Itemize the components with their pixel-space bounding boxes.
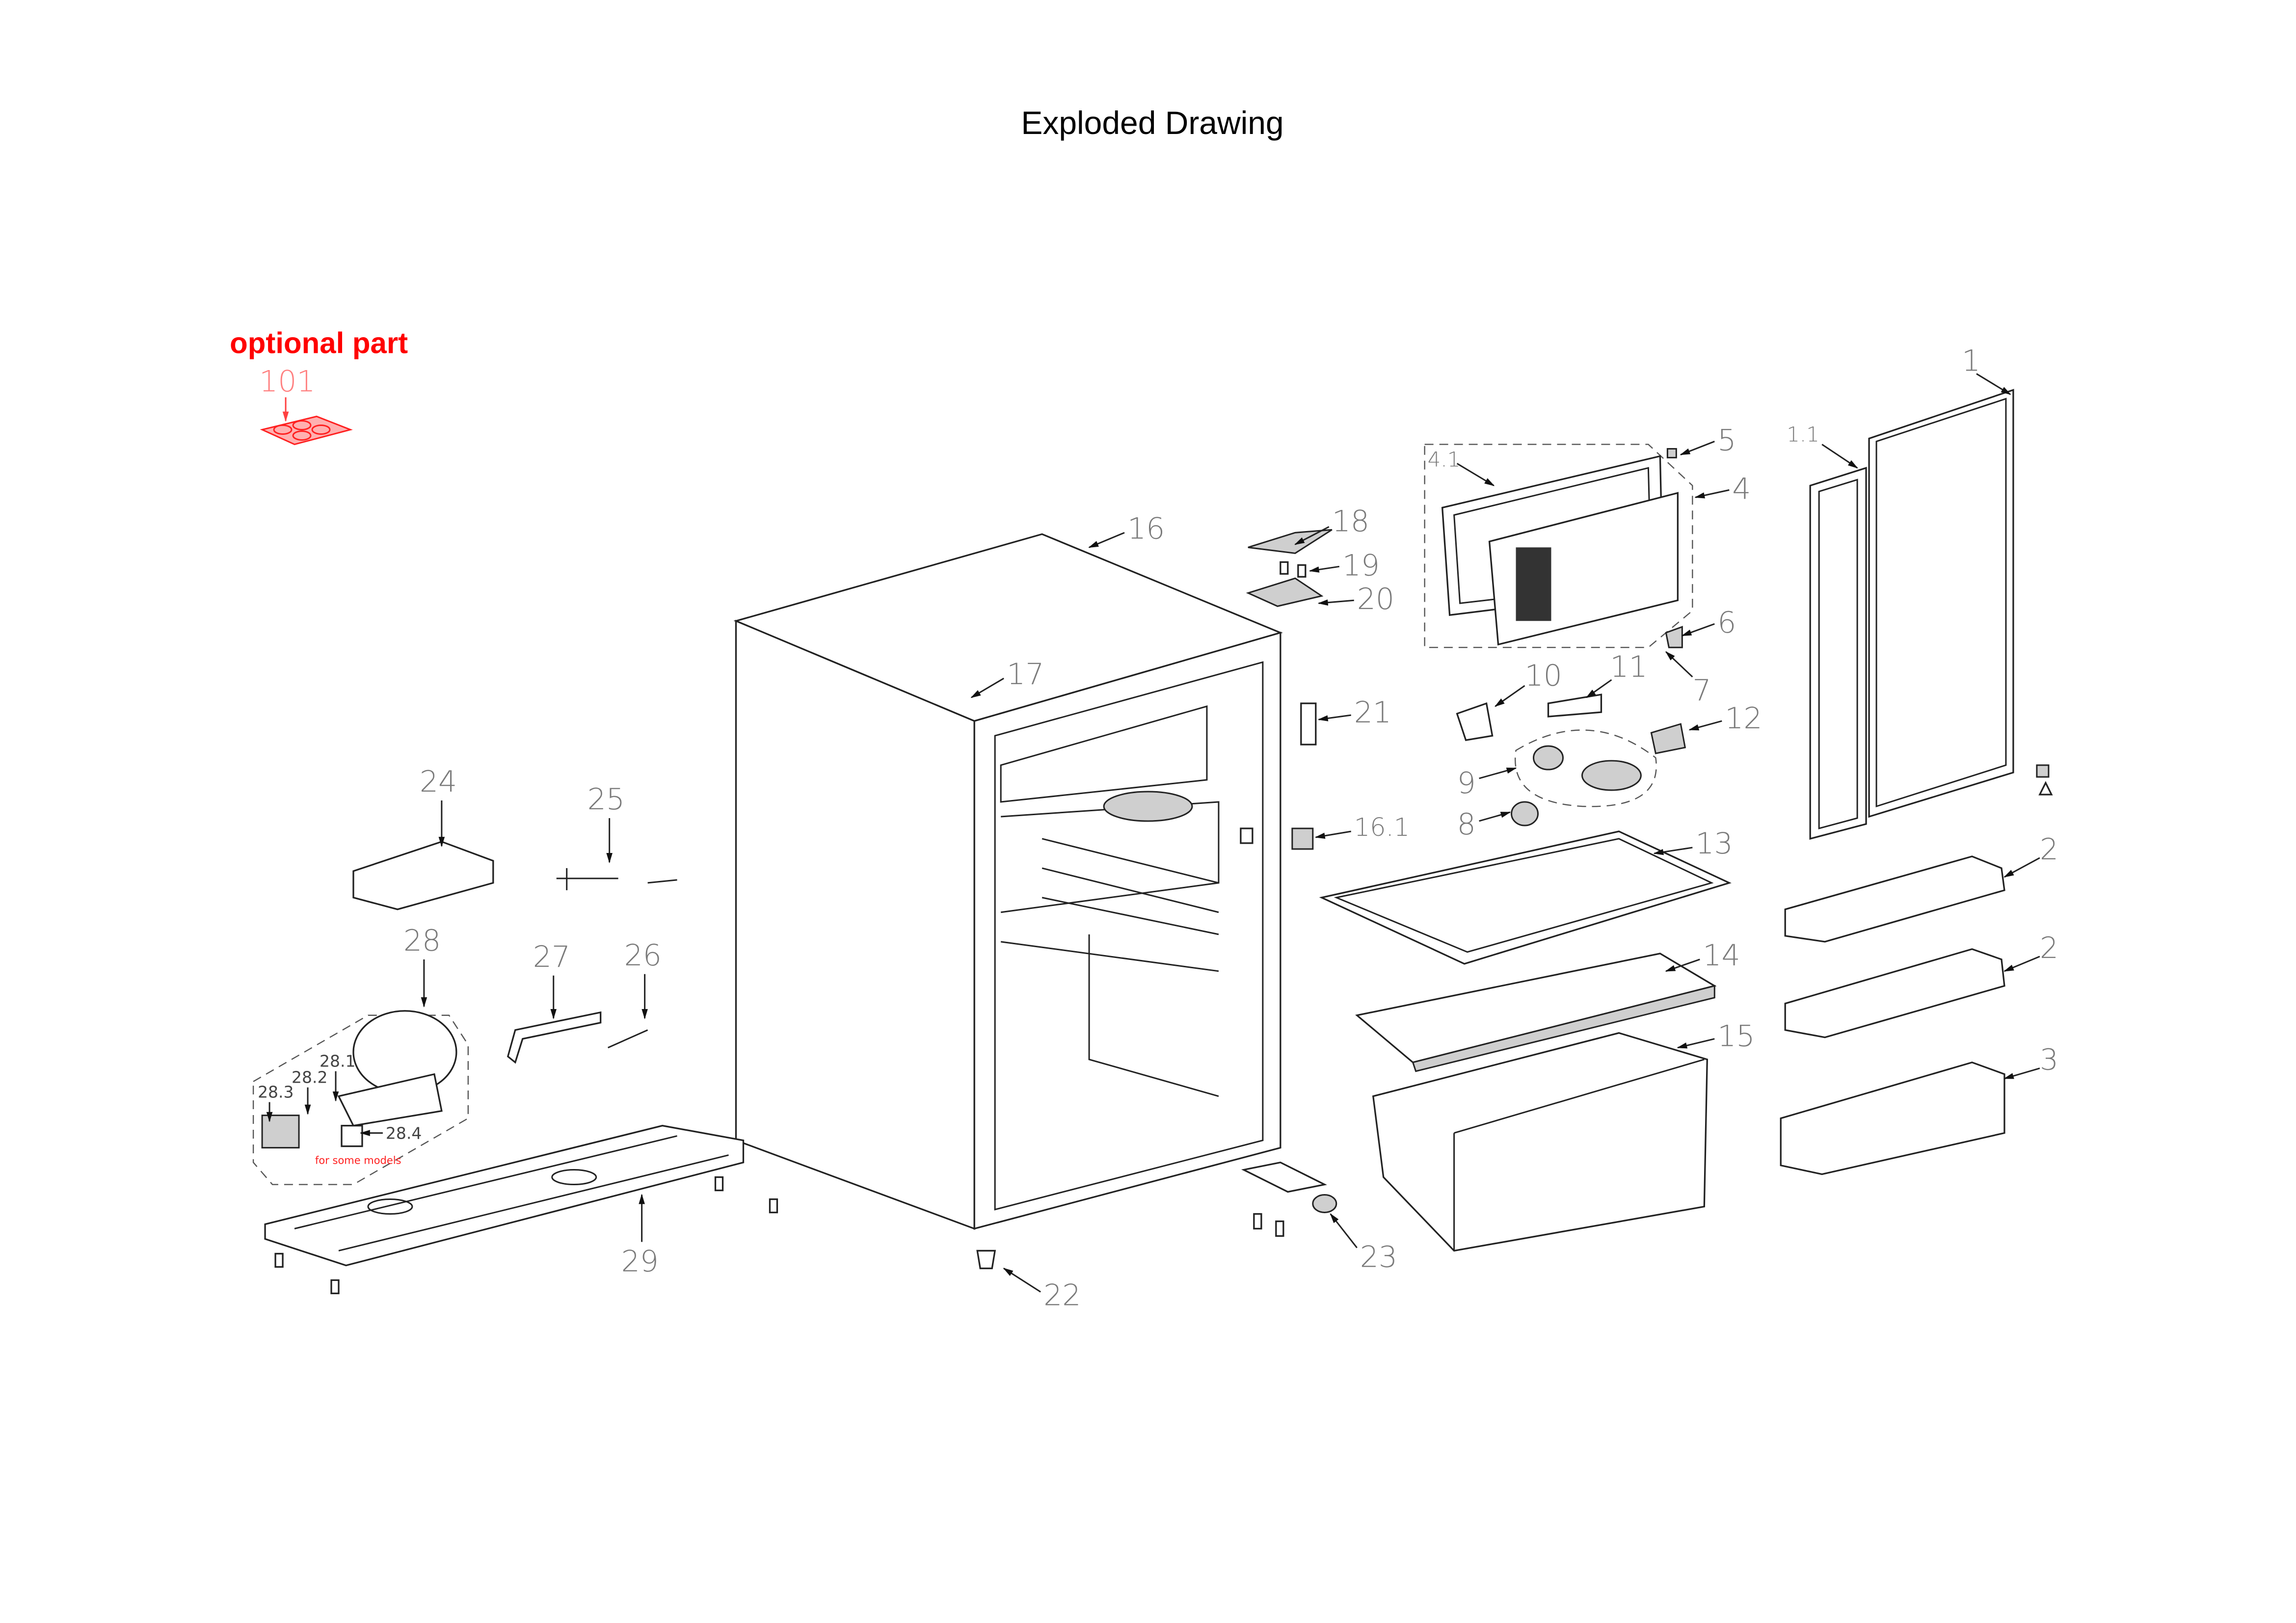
page-title: Exploded Drawing [1021,105,1283,141]
label-14: 14 [1703,938,1740,973]
label-21: 21 [1354,695,1391,730]
label-7: 7 [1692,673,1711,708]
label-5: 5 [1717,423,1736,457]
label-28-3: 28.3 [258,1083,294,1102]
hinge-parts [1246,529,1333,607]
label-4-1: 4.1 [1428,447,1461,471]
cabinet-16 [733,533,1283,1230]
label-12: 12 [1725,701,1762,736]
machine-parts [252,841,778,1295]
label-25: 25 [587,782,625,817]
freezer-door-4 [1424,444,1693,648]
door-bins [1780,855,2005,1175]
label-10: 10 [1525,659,1562,693]
label-17: 17 [1007,657,1044,692]
label-28: 28 [403,924,441,958]
label-28-2: 28.2 [292,1068,327,1087]
label-16-1: 16.1 [1354,813,1410,842]
label-8: 8 [1457,807,1476,842]
label-13: 13 [1695,826,1733,861]
label-19: 19 [1342,548,1380,583]
label-3: 3 [2040,1043,2058,1077]
label-2-lower: 2 [2040,931,2058,965]
label-4: 4 [1732,472,1751,506]
label-11: 11 [1610,650,1647,684]
label-6: 6 [1717,606,1736,640]
label-20: 20 [1357,582,1394,616]
feet [976,1161,1337,1270]
label-1-1: 1.1 [1787,422,1819,446]
label-29: 29 [621,1244,659,1278]
label-18: 18 [1332,504,1369,538]
label-9: 9 [1457,766,1476,800]
part-labels: 1 1.1 5 4 4.1 16 18 19 20 6 7 17 10 11 2… [258,344,2058,1313]
label-1: 1 [1962,344,1980,378]
optional-part-heading: optional part [230,327,408,360]
note-for-some-models: for some models [315,1155,401,1167]
label-2-upper: 2 [2040,832,2058,867]
label-27: 27 [533,940,570,974]
label-28-1: 28.1 [320,1052,355,1071]
label-28-4: 28.4 [386,1124,422,1143]
label-22: 22 [1043,1278,1081,1312]
door-1 [1809,389,2053,840]
shelves-and-crisper [1319,830,1732,1252]
label-23: 23 [1360,1240,1397,1274]
label-24: 24 [420,765,457,799]
label-16: 16 [1127,511,1165,546]
control-parts [1291,626,1686,850]
label-101: 101 [259,365,315,399]
label-26: 26 [624,938,662,973]
label-15: 15 [1717,1019,1755,1054]
optional-part-101: optional part 101 [230,327,408,446]
